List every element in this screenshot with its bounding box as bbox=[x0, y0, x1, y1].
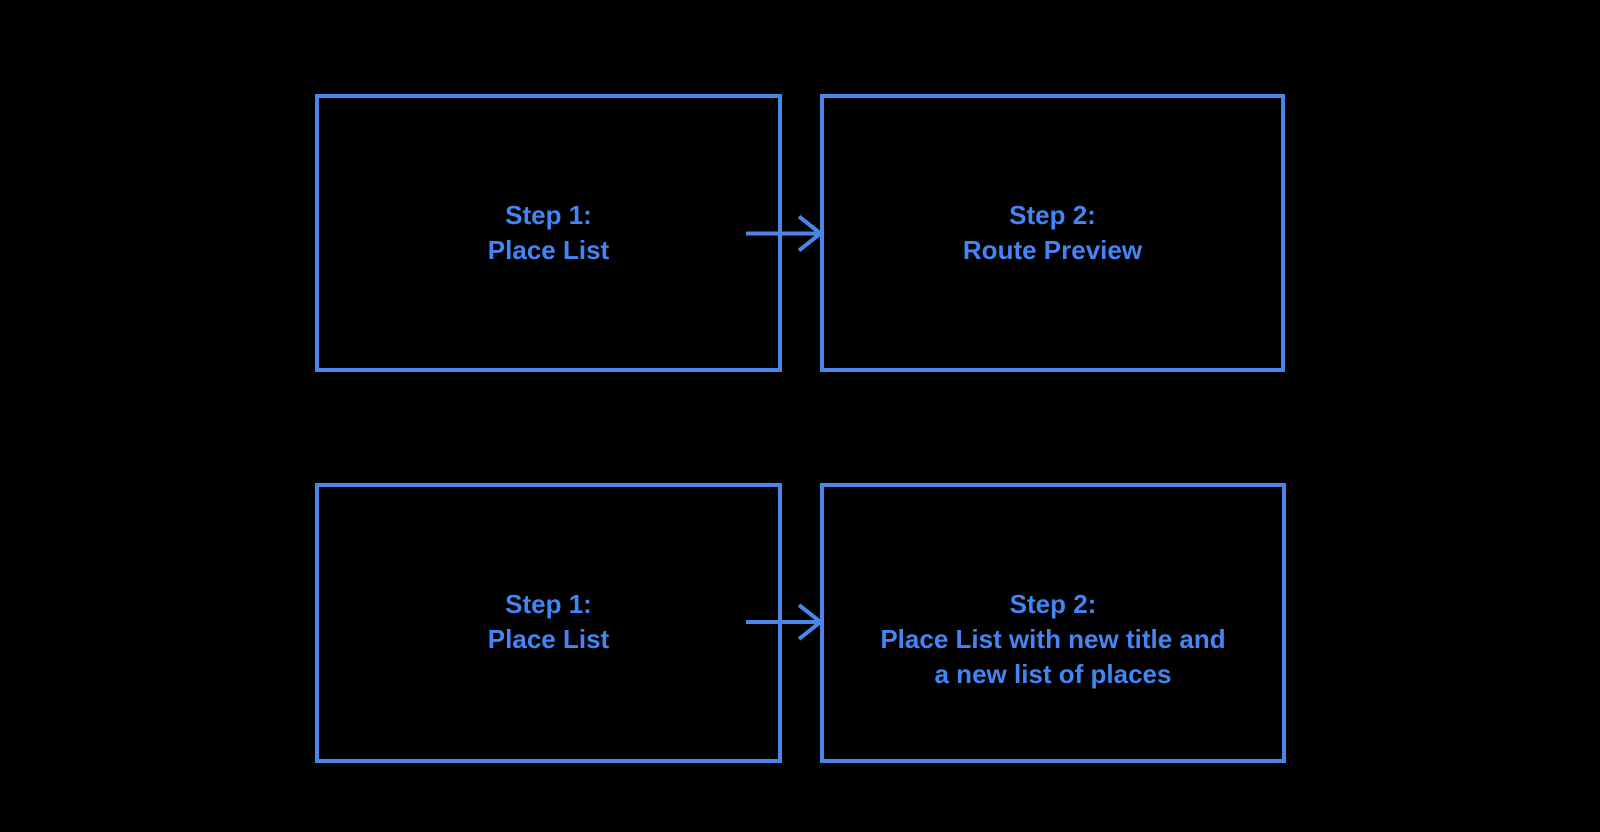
step-box-row1-step2: Step 2: Route Preview bbox=[820, 94, 1285, 372]
step-box-label: Step 1: Place List bbox=[487, 589, 610, 654]
step-box-label: Step 2: Place List with new title and a … bbox=[880, 589, 1226, 689]
step-box-label: Step 1: Place List bbox=[487, 200, 610, 265]
step-box-label: Step 2: Route Preview bbox=[962, 200, 1143, 265]
step-box-row1-step1: Step 1: Place List bbox=[315, 94, 782, 372]
step-box-row2-step1: Step 1: Place List bbox=[315, 483, 782, 763]
step-box-row2-step2: Step 2: Place List with new title and a … bbox=[820, 483, 1286, 763]
